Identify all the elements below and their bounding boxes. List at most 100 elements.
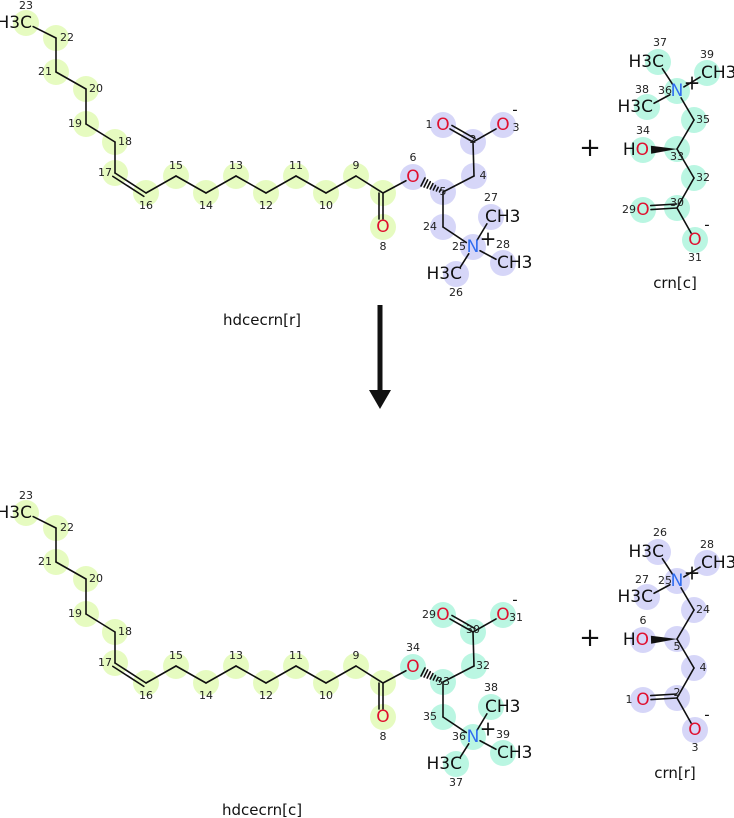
atom-number: 39 bbox=[496, 728, 510, 741]
atom-label: CH3 bbox=[485, 697, 520, 717]
atom-label: H3C bbox=[629, 542, 664, 562]
atom-highlight bbox=[682, 227, 708, 253]
atom-number: 9 bbox=[353, 159, 360, 172]
bond bbox=[676, 697, 692, 724]
plus-sign-top: + bbox=[579, 133, 601, 163]
atom-label: O bbox=[436, 605, 449, 625]
bond bbox=[175, 175, 207, 194]
bond bbox=[382, 179, 407, 194]
bond bbox=[676, 148, 695, 179]
hashed-bond bbox=[423, 179, 429, 188]
atom-highlight bbox=[443, 261, 469, 287]
bond bbox=[653, 93, 671, 105]
bond bbox=[650, 697, 678, 701]
atom-number: 18 bbox=[118, 625, 132, 638]
atom-number: 14 bbox=[199, 199, 213, 212]
atom-number: 1 bbox=[626, 693, 633, 706]
atom-layer: H3C23222120191817161514131211109O8O6542O… bbox=[0, 0, 734, 789]
atom-highlight bbox=[460, 724, 486, 750]
atom-number: 9 bbox=[353, 649, 360, 662]
atom-number: 38 bbox=[635, 83, 649, 96]
wedge-bond bbox=[650, 145, 677, 154]
bond bbox=[459, 742, 470, 759]
atom-number: 24 bbox=[696, 603, 710, 616]
atom-number: 30 bbox=[670, 196, 684, 209]
hashed-bond bbox=[438, 678, 442, 683]
atom-number: 29 bbox=[422, 608, 436, 621]
atom-number: 39 bbox=[700, 48, 714, 61]
double-bond-line bbox=[649, 203, 678, 207]
bond bbox=[55, 561, 87, 580]
atom-number: 17 bbox=[98, 166, 112, 179]
atom-highlight bbox=[490, 112, 516, 138]
atom-number: 23 bbox=[19, 0, 33, 12]
atom-number: 26 bbox=[653, 526, 667, 539]
bond bbox=[295, 175, 327, 194]
atom-highlight bbox=[370, 704, 396, 730]
atom-highlight bbox=[634, 584, 660, 610]
hashed-bond bbox=[426, 670, 432, 679]
bond bbox=[235, 665, 267, 684]
double-bond-line bbox=[451, 124, 476, 140]
bond bbox=[479, 249, 497, 261]
bond bbox=[676, 119, 695, 150]
atom-number: 27 bbox=[484, 191, 498, 204]
bond bbox=[442, 665, 475, 683]
atom-highlight bbox=[443, 751, 469, 777]
hashed-bond bbox=[435, 186, 439, 192]
atom-number: 16 bbox=[139, 689, 153, 702]
atom-number: 15 bbox=[169, 649, 183, 662]
charge-label: - bbox=[704, 216, 709, 234]
atom-label: O bbox=[636, 200, 649, 220]
atom-number: 13 bbox=[229, 649, 243, 662]
bond bbox=[683, 76, 701, 88]
atom-highlight bbox=[430, 602, 456, 628]
bond bbox=[55, 71, 87, 90]
atom-highlight bbox=[694, 550, 720, 576]
atom-number: 21 bbox=[38, 65, 52, 78]
double-bond-line bbox=[112, 665, 145, 688]
atom-highlight bbox=[682, 717, 708, 743]
bond bbox=[442, 226, 468, 244]
atom-label: N bbox=[467, 237, 480, 257]
atom-label: N bbox=[671, 81, 684, 101]
atom-highlight bbox=[630, 137, 656, 163]
bond bbox=[476, 713, 488, 731]
atom-label: H3C bbox=[427, 754, 462, 774]
atom-number: 31 bbox=[509, 611, 523, 624]
bond bbox=[265, 665, 297, 684]
atom-highlight bbox=[13, 10, 39, 36]
atom-highlight bbox=[645, 49, 671, 75]
atom-number: 35 bbox=[423, 710, 437, 723]
atom-number: 12 bbox=[259, 199, 273, 212]
atom-number: 15 bbox=[169, 159, 183, 172]
hashed-bond bbox=[420, 667, 426, 677]
atom-highlight bbox=[370, 214, 396, 240]
atom-number: 4 bbox=[480, 169, 487, 182]
atom-label: CH3 bbox=[485, 207, 520, 227]
molecule-name-hdcecrn-r: hdcecrn[r] bbox=[223, 311, 301, 329]
atom-label: H3C bbox=[0, 13, 32, 33]
bond bbox=[325, 665, 357, 684]
atom-label: N bbox=[467, 727, 480, 747]
double-bond-line bbox=[451, 614, 476, 630]
hashed-bond bbox=[420, 177, 426, 187]
atom-number: 20 bbox=[89, 572, 103, 585]
bond bbox=[205, 175, 237, 194]
atom-number: 26 bbox=[449, 286, 463, 299]
atom-number: 25 bbox=[658, 574, 672, 587]
atom-number: 8 bbox=[380, 730, 387, 743]
bond bbox=[479, 739, 497, 751]
atom-label: H3C bbox=[427, 264, 462, 284]
atom-number: 11 bbox=[289, 159, 303, 172]
atom-number: 30 bbox=[466, 623, 480, 636]
bond bbox=[382, 669, 407, 684]
hashed-bond bbox=[423, 669, 429, 678]
bond bbox=[653, 583, 671, 595]
bond bbox=[442, 716, 468, 734]
reaction-arrow-icon bbox=[369, 305, 391, 409]
bond bbox=[476, 223, 488, 241]
double-bond-line bbox=[112, 175, 145, 198]
plus-sign-bottom: + bbox=[579, 623, 601, 653]
